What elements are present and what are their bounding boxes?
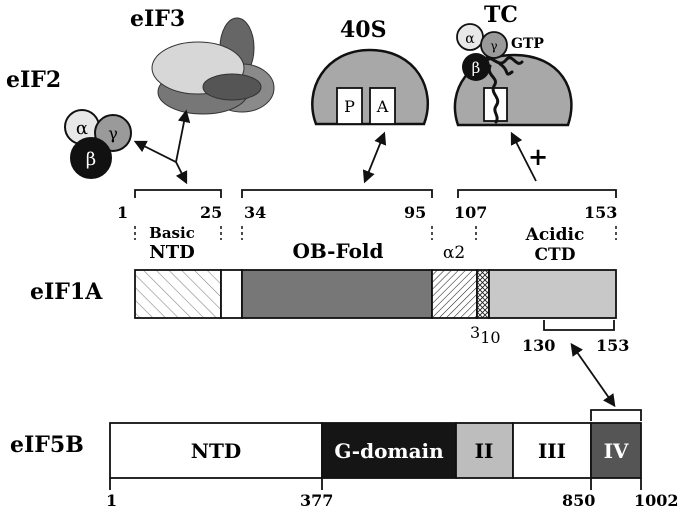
eif3-label: eIF3 <box>130 6 185 32</box>
range-end-95: 95 <box>404 203 426 222</box>
eif2-complex: eIF2 α γ β <box>6 67 132 179</box>
domain-iv <box>590 422 642 479</box>
ntd-label: NTD <box>149 242 194 263</box>
40s-subunit: 40S P A <box>311 17 429 126</box>
obfold-domain <box>241 269 433 319</box>
obfold-label: OB-Fold <box>292 239 383 263</box>
obfold-40s-arrow <box>362 131 387 184</box>
linker-segment <box>220 269 243 319</box>
helix-310 <box>476 269 490 319</box>
bracket-1-25 <box>134 189 222 198</box>
eif5b-ticks <box>109 478 642 490</box>
range-start-107: 107 <box>454 203 487 222</box>
guide-ticks <box>134 226 617 240</box>
bracket-130-153 <box>543 320 615 331</box>
ctd-tc-arrow <box>510 131 537 182</box>
tc-beta-label: β <box>472 59 481 77</box>
eif5b-bar: eIF5B NTD G-domain II III IV 1 377 850 1… <box>10 409 679 510</box>
eif1a-domain-labels: Basic NTD OB-Fold α2 Acidic CTD 310 <box>149 224 584 347</box>
eif5b-label: eIF5B <box>10 432 84 458</box>
p-site-label: P <box>344 97 355 116</box>
alpha2-label: α2 <box>443 243 465 263</box>
ntd-arrow <box>175 161 188 185</box>
eif1a-eif5b-arrow <box>570 342 616 408</box>
domain-ii-label: II <box>475 439 494 463</box>
tc-gamma-subunit <box>480 31 508 59</box>
domain-iv-label: IV <box>604 439 629 463</box>
tc-gtp-label: GTP <box>511 36 544 52</box>
tick-850: 850 <box>562 491 595 510</box>
acidic-ctd-domain <box>488 269 617 319</box>
eif2-beta-label: β <box>86 149 96 170</box>
eif3-complex: eIF3 <box>130 6 275 115</box>
alpha2-helix <box>431 269 478 319</box>
eif5b-ntd-domain <box>109 422 323 479</box>
tick-1002: 1002 <box>634 491 679 510</box>
range-end-153: 153 <box>584 203 617 222</box>
range-start-1: 1 <box>117 203 128 222</box>
eif5b-ntd-label: NTD <box>191 439 242 463</box>
bracket-domain-iv <box>590 409 642 421</box>
eif1a-label: eIF1A <box>30 279 103 305</box>
a-site-box <box>369 87 396 125</box>
bracket-107-153 <box>457 189 617 198</box>
acidic-label: Acidic <box>525 225 585 245</box>
tc-complex: TC α γ GTP β <box>453 2 573 127</box>
40s-label: 40S <box>340 17 387 43</box>
interaction-arrows: + <box>133 109 616 408</box>
tick-1: 1 <box>106 491 117 510</box>
ctd-label: CTD <box>535 245 576 265</box>
eif2-label: eIF2 <box>6 67 61 93</box>
domain-iii-label: III <box>538 439 566 463</box>
g-domain <box>321 422 457 479</box>
helix-310-label: 310 <box>470 323 501 347</box>
tick-377: 377 <box>300 491 333 510</box>
eif3-subunit-dark <box>202 73 262 101</box>
eif2-beta-subunit <box>70 137 112 179</box>
range-start-130: 130 <box>522 336 555 355</box>
basic-label: Basic <box>149 224 195 242</box>
domain-iii <box>512 422 592 479</box>
p-site-box <box>336 87 363 125</box>
eif2-eif3-arrow <box>133 109 191 164</box>
tc-alpha-label: α <box>465 31 475 47</box>
eif1a-bar: eIF1A <box>30 269 617 319</box>
plus-sign: + <box>528 142 548 171</box>
range-end-25: 25 <box>200 203 222 222</box>
met-trna-icon <box>480 56 524 124</box>
g-domain-label: G-domain <box>334 439 444 463</box>
range-start-34: 34 <box>244 203 266 222</box>
eif2-alpha-label: α <box>76 118 88 139</box>
eif1a-range-brackets: 1 25 34 95 107 153 130 153 <box>117 189 629 355</box>
basic-ntd-domain <box>134 269 222 319</box>
tc-label: TC <box>484 2 518 28</box>
bracket-34-95 <box>241 189 433 198</box>
eif2-gamma-label: γ <box>108 124 118 143</box>
a-site-label: A <box>376 97 389 116</box>
tc-gamma-label: γ <box>490 39 497 53</box>
range-end-153b: 153 <box>596 336 629 355</box>
